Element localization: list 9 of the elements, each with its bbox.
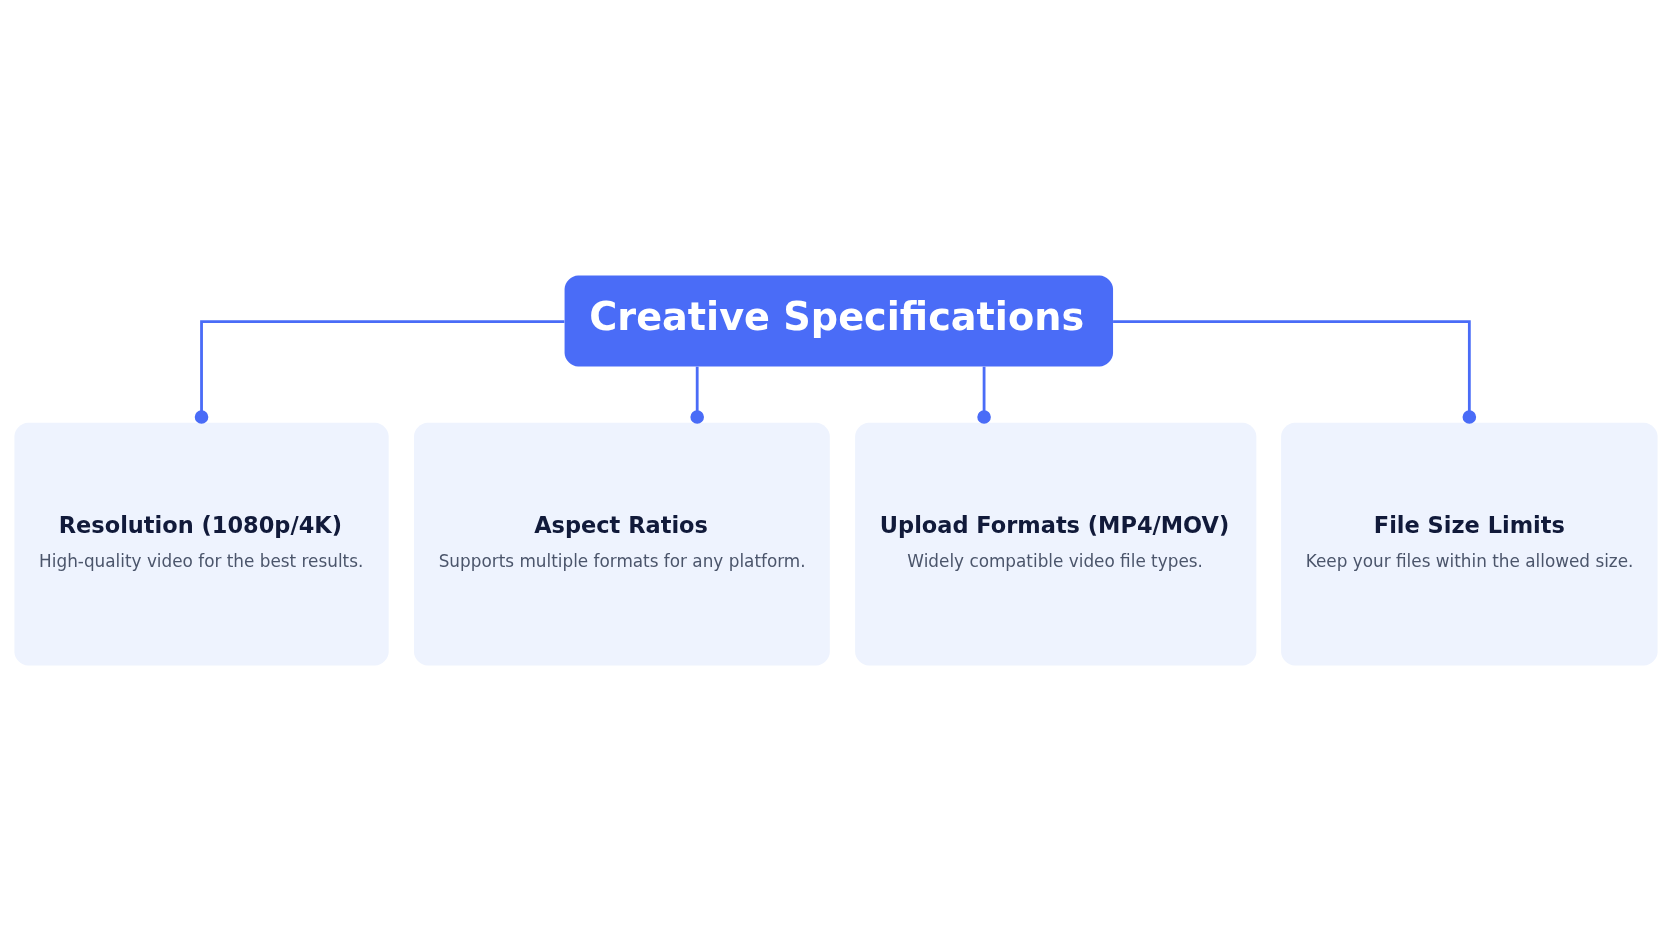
node-box: File Size Limits Keep your files within the allowed size. [1281, 422, 1658, 666]
connector [194, 320, 565, 424]
node-box: Creative Specifications [564, 275, 1114, 367]
connector [1113, 320, 1477, 424]
connector [977, 366, 991, 424]
node-box: Resolution (1080p/4K) High-quality video for the best results. [14, 422, 389, 666]
node-box: Aspect Ratios Supports multiple formats for any platform. [413, 422, 830, 666]
node-box: Upload Formats (MP4/MOV) Widely compatible video file types. [855, 422, 1257, 666]
connector [690, 366, 704, 424]
